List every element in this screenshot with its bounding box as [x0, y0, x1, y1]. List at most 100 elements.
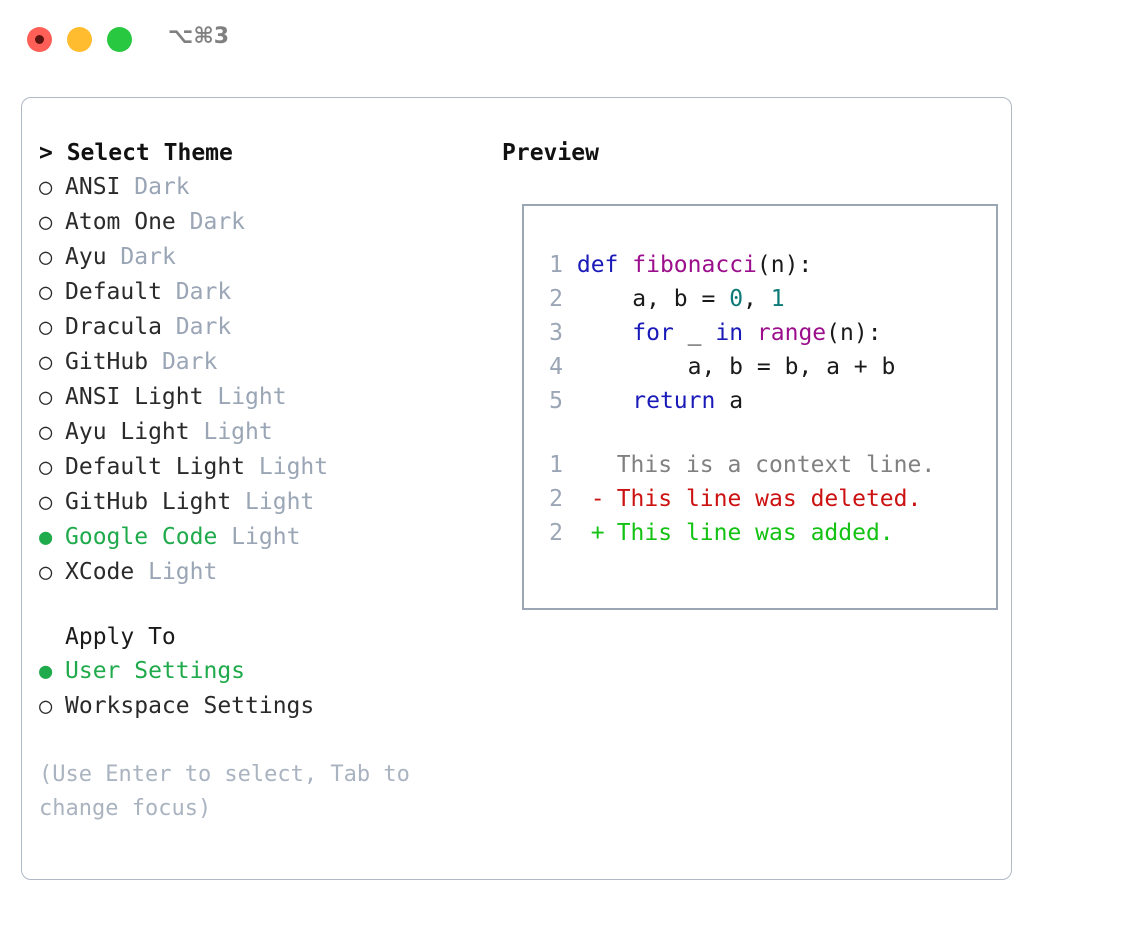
- diff-line: 2 -This line was deleted.: [537, 482, 935, 516]
- code-token: for: [632, 320, 674, 346]
- theme-option[interactable]: ○ Ayu Light Light: [39, 415, 489, 450]
- theme-option-label: XCode: [65, 559, 135, 585]
- diff-marker: -: [590, 486, 605, 512]
- radio-unselected-icon[interactable]: ○: [39, 350, 53, 375]
- diff-line: 1 This is a context line.: [537, 448, 935, 482]
- radio-unselected-icon[interactable]: ○: [39, 694, 53, 719]
- theme-variant-tag: Light: [231, 524, 301, 550]
- code-token: a, b =: [576, 286, 730, 312]
- code-token: fibonacci: [632, 252, 757, 278]
- code-token: [618, 252, 632, 278]
- apply-to-option-label: Workspace Settings: [65, 693, 315, 719]
- theme-variant-tag: Light: [203, 419, 273, 445]
- radio-unselected-icon[interactable]: ○: [39, 245, 53, 270]
- apply-to-option[interactable]: ● User Settings: [39, 654, 489, 689]
- diff-text: This is a context line.: [616, 452, 936, 478]
- theme-variant-tag: Light: [217, 384, 287, 410]
- apply-to-header: Apply To: [65, 624, 176, 650]
- theme-option-label: Ayu: [65, 244, 107, 270]
- keyboard-shortcut-label: ⌥⌘3: [168, 24, 230, 49]
- line-number: 4: [549, 354, 563, 380]
- theme-option[interactable]: ●Google Code Light: [39, 520, 489, 555]
- theme-option[interactable]: ○ ANSI Light Light: [39, 380, 489, 415]
- line-number: 3: [549, 320, 563, 346]
- radio-unselected-icon[interactable]: ○: [39, 420, 53, 445]
- title-bar: ⌥⌘3: [0, 0, 1140, 78]
- radio-unselected-icon[interactable]: ○: [39, 385, 53, 410]
- close-icon-dot: [35, 35, 44, 44]
- theme-option-label: Dracula: [65, 314, 162, 340]
- theme-variant-tag: Light: [258, 454, 329, 480]
- radio-unselected-icon[interactable]: ○: [39, 280, 53, 305]
- line-number: 1: [549, 452, 563, 478]
- code-token: a, b = b, a + b: [576, 354, 896, 380]
- code-token: a: [715, 388, 744, 414]
- theme-option-label: Default: [65, 279, 162, 305]
- radio-unselected-icon[interactable]: ○: [39, 560, 53, 585]
- apply-to-list[interactable]: ● User Settings ○ Workspace Settings: [39, 654, 489, 724]
- code-token: 0: [729, 286, 744, 312]
- theme-option[interactable]: ○ Atom One Dark: [39, 205, 489, 240]
- code-token: [577, 320, 632, 346]
- diff-sample: 1 This is a context line.2 -This line wa…: [537, 448, 935, 550]
- theme-option[interactable]: ○ XCode Light: [39, 555, 489, 590]
- zoom-button-icon[interactable]: [107, 27, 132, 52]
- code-line: 1 def fibonacci(n):: [537, 248, 895, 282]
- code-token: (n):: [826, 320, 882, 346]
- code-token: in: [715, 320, 744, 346]
- code-token: [577, 388, 632, 414]
- theme-option[interactable]: ○ Ayu Dark: [39, 240, 489, 275]
- apply-to-option[interactable]: ○ Workspace Settings: [39, 689, 489, 724]
- theme-option-label: Atom One: [65, 209, 176, 235]
- code-token: (n):: [756, 252, 813, 278]
- theme-picker-column: > Select Theme ○ANSI Dark○Atom One Dark○…: [39, 136, 489, 826]
- code-token: range: [756, 320, 827, 346]
- line-number: 1: [549, 252, 563, 278]
- theme-option[interactable]: ○ GitHub Dark: [39, 345, 489, 380]
- diff-marker: +: [590, 520, 605, 546]
- theme-option-label: ANSI: [65, 174, 121, 200]
- theme-option[interactable]: ○ Default Light Light: [39, 450, 489, 485]
- theme-option[interactable]: ○Dracula Dark: [39, 310, 489, 345]
- theme-option-label: Ayu Light: [65, 419, 190, 445]
- preview-title: Preview: [502, 140, 599, 166]
- code-token: [743, 320, 757, 346]
- radio-unselected-icon[interactable]: ○: [39, 455, 53, 480]
- theme-option[interactable]: ○ ANSI Dark: [39, 170, 489, 205]
- code-line: 4 a, b = b, a + b: [537, 350, 895, 384]
- theme-option-label: GitHub: [65, 349, 149, 375]
- apply-to-option-label: User Settings: [65, 658, 246, 684]
- theme-variant-tag: Dark: [120, 244, 176, 270]
- radio-unselected-icon[interactable]: ○: [39, 315, 53, 340]
- diff-line: 2 +This line was added.: [537, 516, 935, 550]
- code-line: 5 return a: [537, 384, 895, 418]
- code-line: 3 for _ in range(n):: [537, 316, 895, 350]
- code-token: _: [673, 320, 716, 346]
- line-number: 2: [549, 486, 563, 512]
- code-line: 2 a, b = 0, 1: [537, 282, 895, 316]
- minimize-button-icon[interactable]: [67, 27, 92, 52]
- radio-unselected-icon[interactable]: ○: [39, 175, 53, 200]
- radio-selected-icon[interactable]: ●: [39, 659, 53, 684]
- theme-option[interactable]: ○GitHub Light Light: [39, 485, 489, 520]
- theme-variant-tag: Dark: [175, 279, 232, 305]
- main-panel: > Select Theme ○ANSI Dark○Atom One Dark○…: [21, 97, 1012, 880]
- theme-option-label: Default Light: [65, 454, 246, 480]
- theme-variant-tag: Dark: [189, 209, 246, 235]
- theme-variant-tag: Dark: [134, 174, 190, 200]
- theme-option-label: ANSI Light: [65, 384, 204, 410]
- radio-unselected-icon[interactable]: ○: [39, 210, 53, 235]
- radio-selected-icon[interactable]: ●: [39, 525, 53, 550]
- diff-text: This line was deleted.: [616, 486, 922, 512]
- theme-variant-tag: Light: [245, 489, 315, 515]
- theme-variant-tag: Light: [148, 559, 218, 585]
- code-token: 1: [770, 286, 785, 312]
- theme-list[interactable]: ○ ANSI Dark ○ Atom One Dark ○ Ayu Dark ○ Defaul…: [39, 170, 489, 590]
- theme-variant-tag: Dark: [161, 349, 218, 375]
- radio-unselected-icon[interactable]: ○: [39, 490, 53, 515]
- theme-option[interactable]: ○ Default Dark: [39, 275, 489, 310]
- keyboard-hint-text: (Use Enter to select, Tab to change focu…: [39, 762, 410, 821]
